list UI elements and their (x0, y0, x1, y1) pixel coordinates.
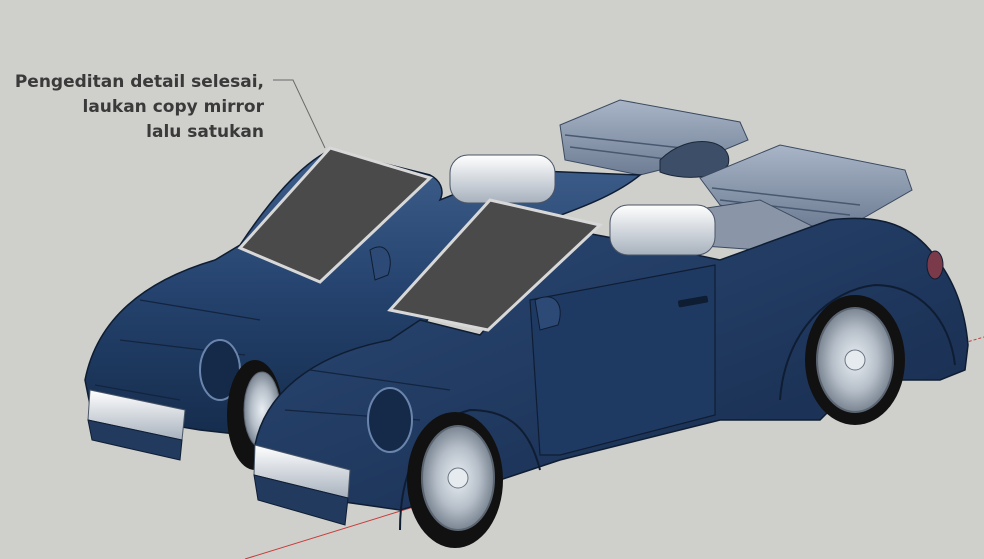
windshield-back (237, 146, 433, 284)
annotation-line-3: lalu satukan (146, 122, 264, 142)
annotation-callout: Pengeditan detail selesai, laukan copy m… (4, 70, 264, 145)
full-car-model[interactable] (253, 144, 969, 548)
folded-roof-back (559, 99, 749, 178)
headrest-back (449, 154, 556, 204)
door-handle (678, 295, 709, 308)
headrest-front (609, 204, 716, 256)
door-panel (529, 264, 716, 456)
annotation-line-1: Pengeditan detail selesai, (14, 72, 264, 92)
windshield-front (387, 198, 604, 332)
annotation-line-2: laukan copy mirror (82, 97, 265, 117)
callout-leader-line (273, 79, 326, 149)
